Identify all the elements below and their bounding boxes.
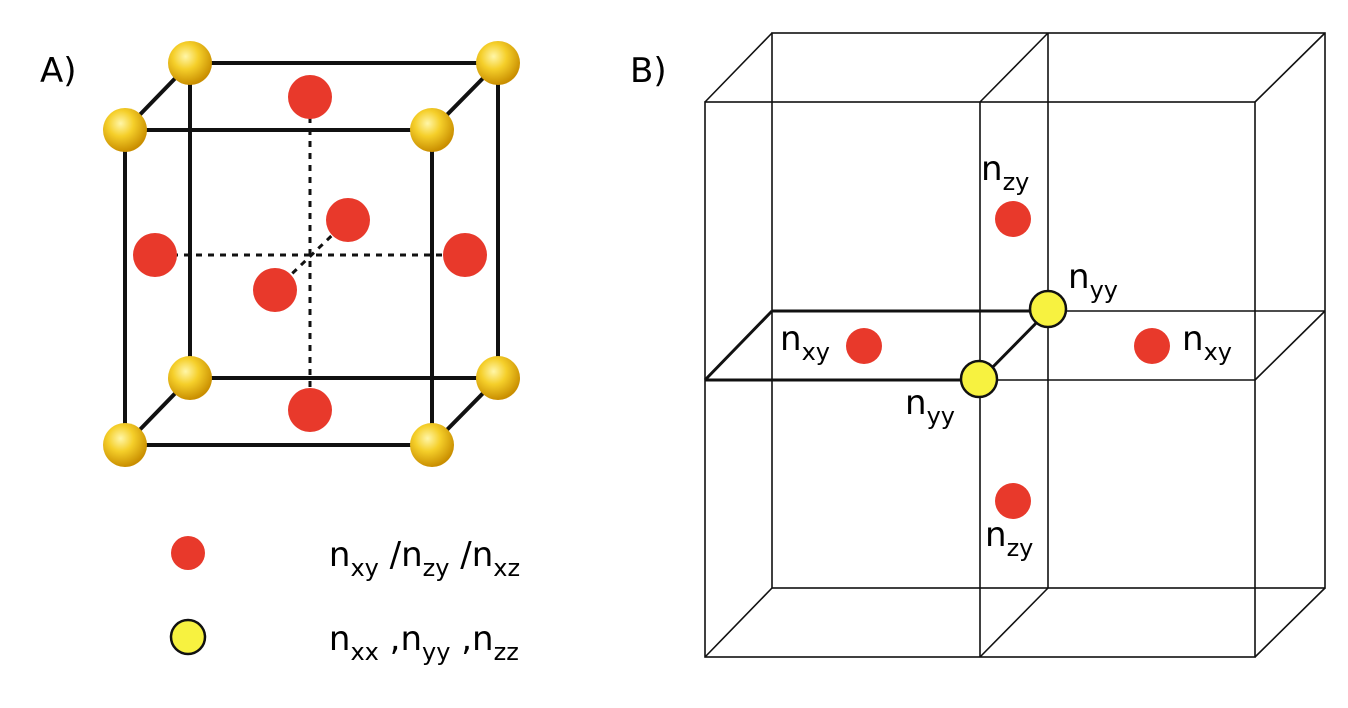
label-nzy-upper-base: n (981, 149, 1003, 189)
gold-corner-front-top-left (103, 108, 147, 152)
fcc-cube-dashed-axes (160, 105, 465, 400)
legend-red-marker (171, 536, 205, 570)
label-nzy-upper: nzy (981, 149, 1029, 196)
depth-edge-bottom-middle (979, 587, 1049, 658)
gold-corner-front-bottom-left (103, 423, 147, 467)
legend-red-text: nxy /nzy /nxz (210, 535, 617, 585)
label-nxy-right-sub: xy (1204, 338, 1232, 366)
red-site-top-face (288, 75, 332, 119)
mid-plane-right-depth (1254, 310, 1326, 381)
legend-red-term-3: /n (449, 535, 493, 575)
red-site-left-face (133, 233, 177, 277)
label-nzy-lower-sub: zy (1007, 534, 1034, 562)
gold-corner-front-top-right (410, 108, 454, 152)
label-nyy-front-base: n (905, 383, 927, 423)
gold-corner-front-bottom-right (410, 423, 454, 467)
panel-b-red-sites (846, 201, 1170, 519)
legend-row-red: nxy /nzy /nxz (171, 535, 617, 585)
label-nyy-back-sub: yy (1090, 276, 1118, 304)
label-nyy-front: nyy (905, 383, 955, 430)
panel-a: A) (40, 41, 617, 669)
label-nzy-lower: nzy (985, 515, 1033, 562)
corner-sites (103, 41, 520, 467)
depth-edge-bottom-left (704, 587, 773, 658)
legend-row-yellow: nxx ,nyy ,nzz (169, 618, 616, 669)
label-nyy-back-base: n (1068, 257, 1090, 297)
red-site-right-face (443, 233, 487, 277)
depth-edge-top-middle (979, 32, 1049, 103)
label-nxy-left-sub: xy (802, 338, 830, 366)
legend-red-term-3-sub: xz (493, 554, 520, 582)
label-nxy-right-base: n (1182, 319, 1204, 359)
depth-edge-top-right (1254, 32, 1326, 103)
legend-yellow-text: nxx ,nyy ,nzz (210, 619, 616, 669)
label-nxy-left-base: n (780, 319, 802, 359)
red-site-left (846, 328, 882, 364)
label-nzy-lower-base: n (985, 515, 1007, 555)
panel-b: B) (630, 32, 1326, 658)
depth-edge-top-left (704, 32, 773, 103)
legend-red-term-1: n (329, 535, 351, 575)
gold-corner-back-top-right (476, 41, 520, 85)
label-nxy-right: nxy (1182, 319, 1232, 366)
red-site-bottom-face (288, 388, 332, 432)
red-site-upper (995, 201, 1031, 237)
yellow-site-back (1028, 289, 1068, 329)
panel-b-yellow-sites (959, 289, 1068, 399)
red-site-lower (995, 483, 1031, 519)
legend-yellow-term-3-sub: zz (494, 638, 519, 666)
red-site-back-face (326, 198, 370, 242)
label-nzy-upper-sub: zy (1003, 168, 1030, 196)
panel-b-label: B) (630, 51, 667, 91)
gold-corner-back-top-left (168, 41, 212, 85)
depth-edge-bottom-right (1254, 587, 1326, 658)
label-nyy-back: nyy (1068, 257, 1118, 304)
legend-yellow-term-1: n (329, 619, 351, 659)
legend-yellow-term-2: ,n (379, 619, 422, 659)
legend-red-term-2-sub: zy (423, 554, 450, 582)
red-site-front-face (253, 268, 297, 312)
label-nyy-front-sub: yy (927, 402, 955, 430)
legend-red-term-1-sub: xy (350, 554, 378, 582)
panel-a-label: A) (40, 51, 77, 91)
legend: nxy /nzy /nxz nxx ,nyy ,nzz (169, 535, 617, 669)
legend-yellow-term-3: ,n (450, 619, 493, 659)
gold-corner-back-bottom-left (168, 356, 212, 400)
legend-yellow-marker (169, 618, 207, 656)
mid-plane-left-bold-depth (703, 309, 774, 382)
staggered-grid-wireframe (704, 32, 1326, 658)
legend-red-term-2: /n (379, 535, 423, 575)
yellow-site-front (959, 359, 999, 399)
legend-yellow-term-2-sub: yy (422, 638, 450, 666)
panel-b-labels: nzy nyy nxy nxy nyy nzy (780, 149, 1232, 562)
legend-yellow-term-1-sub: xx (350, 638, 378, 666)
gold-corner-back-bottom-right (476, 356, 520, 400)
face-centre-sites (133, 75, 487, 432)
label-nxy-left: nxy (780, 319, 830, 366)
red-site-right (1134, 328, 1170, 364)
